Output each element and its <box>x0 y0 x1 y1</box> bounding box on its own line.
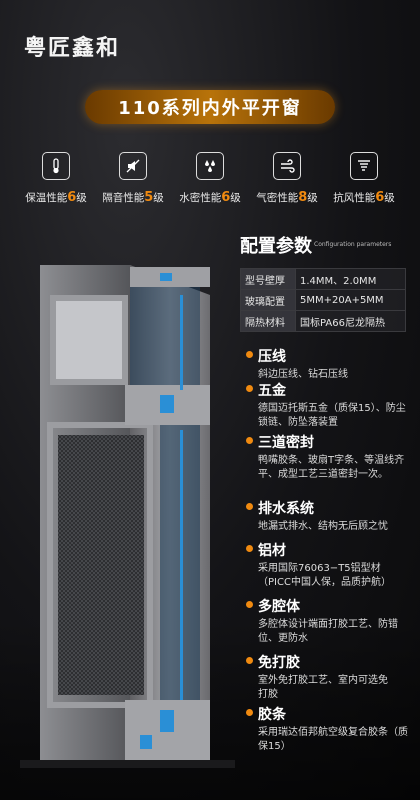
config-table: 型号壁厚 1.4MM、2.0MM 玻璃配置 5MM+20A+5MM 隔热材料 国… <box>240 268 406 332</box>
feature-desc: 室外免打胶工艺、室内可选免打胶 <box>258 675 388 700</box>
performance-label: 抗风性能 <box>333 192 376 204</box>
title-banner: 110系列内外平开窗 <box>85 90 335 124</box>
config-value: 国标PA66尼龙隔热 <box>295 310 406 332</box>
config-subtitle: Configuration parameters <box>314 241 392 248</box>
feature-title: 压线 <box>246 346 416 366</box>
performance-unit: 级 <box>153 192 164 204</box>
performance-unit: 级 <box>76 192 87 204</box>
performance-row: 保温性能6级 隔音性能5级 水密性能6级 气密性能8级 抗风性能6级 <box>18 152 402 205</box>
performance-level: 6 <box>375 190 385 205</box>
feature-desc: 斜边压线、钻石压线 <box>258 369 348 380</box>
water-drops-icon <box>196 152 224 180</box>
feature-item: 压线 斜边压线、钻石压线 <box>246 346 416 382</box>
feature-title: 五金 <box>246 380 410 400</box>
feature-desc: 地漏式排水、结构无后顾之忧 <box>258 521 388 532</box>
config-value: 5MM+20A+5MM <box>295 289 406 311</box>
feature-desc: 采用瑞达佰邦航空级复合胶条（质保15） <box>258 727 408 752</box>
feature-title: 胶条 <box>246 704 411 724</box>
config-value: 1.4MM、2.0MM <box>295 268 406 290</box>
feature-title: 排水系统 <box>246 498 416 518</box>
feature-item: 多腔体 多腔体设计端面打胶工艺、防错位、更防水 <box>246 596 406 646</box>
mute-icon <box>119 152 147 180</box>
feature-item: 胶条 采用瑞达佰邦航空级复合胶条（质保15） <box>246 704 411 754</box>
config-title: 配置参数 <box>240 236 312 257</box>
brand-logo: 粤匠鑫和 <box>24 35 121 61</box>
performance-item: 隔音性能5级 <box>95 152 171 205</box>
feature-desc: 采用国际76063−T5铝型材（PICC中国人保，品质护航） <box>258 563 391 588</box>
table-row: 型号壁厚 1.4MM、2.0MM <box>240 268 406 290</box>
performance-item: 水密性能6级 <box>172 152 248 205</box>
performance-level: 6 <box>221 190 231 205</box>
performance-level: 5 <box>144 190 154 205</box>
feature-desc: 德国迈托斯五金（质保15）、防尘锁链、防坠落装置 <box>258 403 406 428</box>
performance-unit: 级 <box>384 192 395 204</box>
window-profile-illustration <box>20 265 235 768</box>
config-key: 型号壁厚 <box>240 268 296 290</box>
feature-title: 多腔体 <box>246 596 406 616</box>
feature-item: 三道密封 鸭嘴胶条、玻扇T字条、等温线齐平、成型工艺三道密封一次。 <box>246 432 406 482</box>
config-key: 隔热材料 <box>240 310 296 332</box>
thermometer-icon <box>42 152 70 180</box>
performance-item: 气密性能8级 <box>249 152 325 205</box>
performance-label: 保温性能 <box>25 192 68 204</box>
wind-icon <box>273 152 301 180</box>
table-row: 玻璃配置 5MM+20A+5MM <box>240 289 406 311</box>
table-row: 隔热材料 国标PA66尼龙隔热 <box>240 310 406 332</box>
feature-item: 排水系统 地漏式排水、结构无后顾之忧 <box>246 498 416 534</box>
performance-label: 气密性能 <box>256 192 299 204</box>
feature-item: 五金 德国迈托斯五金（质保15）、防尘锁链、防坠落装置 <box>246 380 410 430</box>
performance-label: 水密性能 <box>179 192 222 204</box>
performance-unit: 级 <box>307 192 318 204</box>
feature-item: 铝材 采用国际76063−T5铝型材（PICC中国人保，品质护航） <box>246 540 406 590</box>
config-key: 玻璃配置 <box>240 289 296 311</box>
tornado-icon <box>350 152 378 180</box>
performance-level: 8 <box>298 190 308 205</box>
feature-title: 铝材 <box>246 540 406 560</box>
feature-item: 免打胶 室外免打胶工艺、室内可选免打胶 <box>246 652 396 702</box>
performance-unit: 级 <box>230 192 241 204</box>
performance-item: 抗风性能6级 <box>326 152 402 205</box>
feature-title: 免打胶 <box>246 652 396 672</box>
performance-level: 6 <box>67 190 77 205</box>
feature-desc: 多腔体设计端面打胶工艺、防错位、更防水 <box>258 619 398 644</box>
feature-title: 三道密封 <box>246 432 406 452</box>
performance-item: 保温性能6级 <box>18 152 94 205</box>
feature-desc: 鸭嘴胶条、玻扇T字条、等温线齐平、成型工艺三道密封一次。 <box>258 455 405 480</box>
performance-label: 隔音性能 <box>102 192 145 204</box>
page-title: 110系列内外平开窗 <box>118 98 302 119</box>
